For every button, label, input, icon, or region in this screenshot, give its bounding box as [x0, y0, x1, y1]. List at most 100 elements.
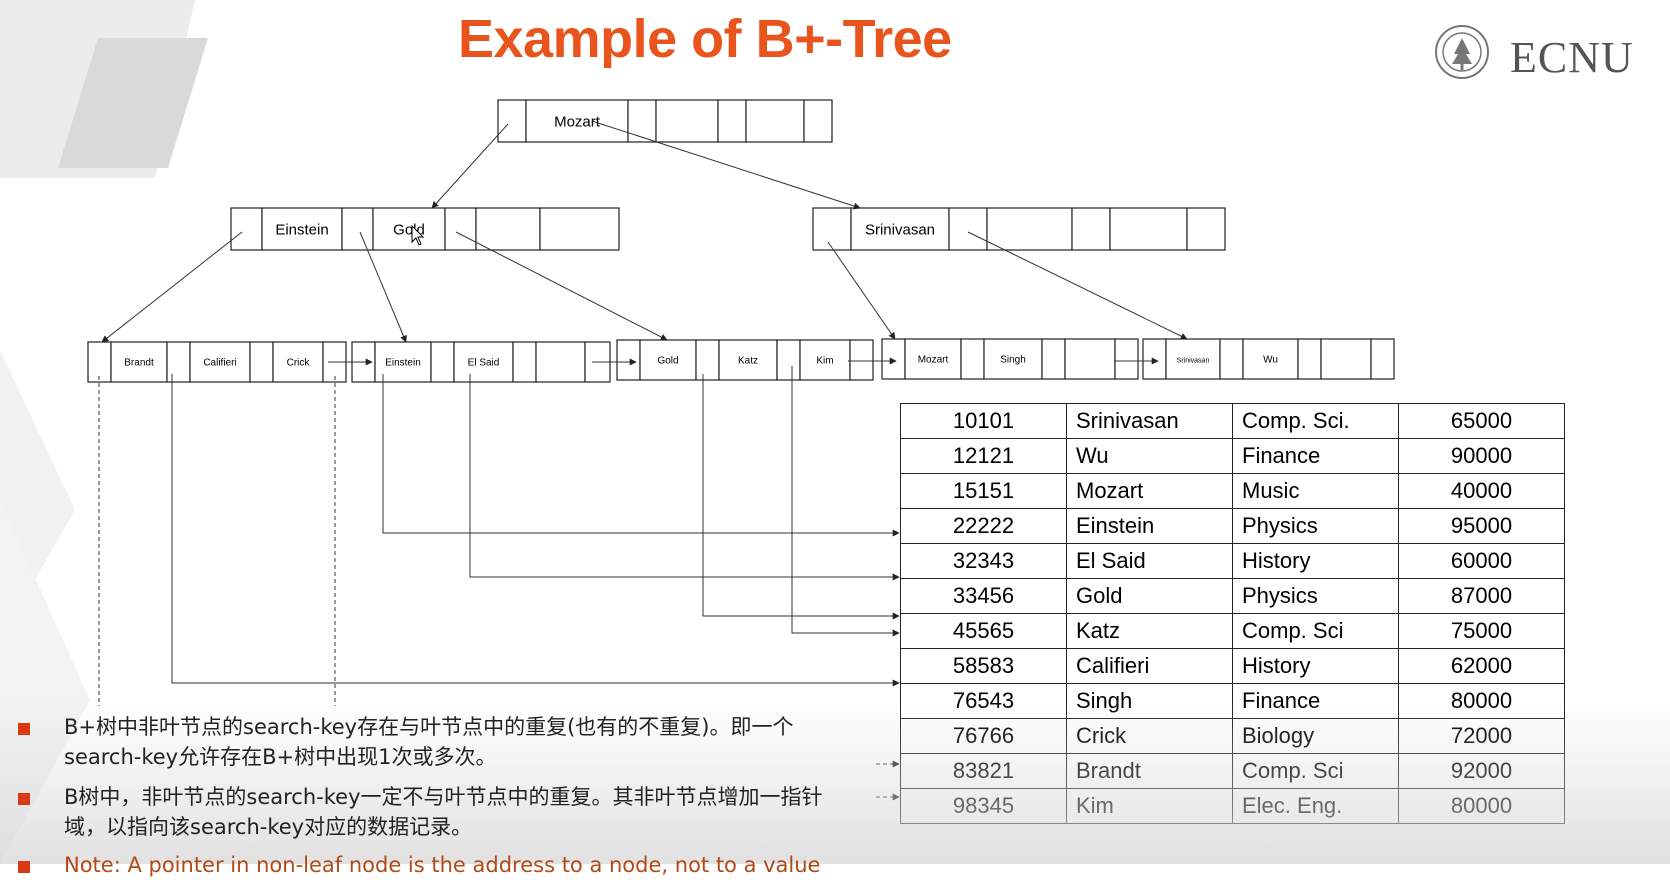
pointer-cell	[430, 341, 455, 383]
pointer-cell	[960, 338, 985, 380]
name-cell: El Said	[1066, 543, 1233, 579]
salary-cell: 75000	[1398, 613, 1565, 649]
pointer-cell	[444, 207, 477, 251]
dept-cell: Elec. Eng.	[1232, 788, 1399, 824]
pointer-cell	[1219, 338, 1244, 380]
name-cell: Mozart	[1066, 473, 1233, 509]
bullet-square-icon	[18, 861, 30, 873]
dept-cell: Physics	[1232, 578, 1399, 614]
pointer-cell	[616, 339, 641, 381]
key-cell	[1165, 338, 1221, 380]
dept-cell: Comp. Sci	[1232, 753, 1399, 789]
id-cell: 10101	[900, 403, 1067, 439]
pointer-cell	[948, 207, 988, 251]
pointer-cell	[1142, 338, 1167, 380]
salary-cell: 80000	[1398, 683, 1565, 719]
pointer-cell	[512, 341, 537, 383]
pointer-cell	[1041, 338, 1066, 380]
salary-cell: 60000	[1398, 543, 1565, 579]
search-key-label: Wu	[1263, 355, 1278, 366]
search-key-label: Singh	[1000, 355, 1026, 366]
salary-cell: 90000	[1398, 438, 1565, 474]
search-key-label: Califieri	[203, 358, 236, 369]
key-cell	[189, 341, 251, 383]
name-cell: Srinivasan	[1066, 403, 1233, 439]
search-key-label: El Said	[468, 358, 500, 369]
dept-cell: History	[1232, 543, 1399, 579]
internal-node: Srinivasan	[812, 207, 1226, 251]
dept-cell: Music	[1232, 473, 1399, 509]
bullet-text: B+树中非叶节点的search-key存在与叶节点中的重复(也有的不重复)。即一…	[64, 715, 794, 769]
pointer-cell	[1114, 338, 1139, 380]
id-cell: 98345	[900, 788, 1067, 824]
slide-title: Example of B+-Tree	[458, 9, 952, 69]
name-cell: Califieri	[1066, 648, 1233, 684]
pointer-cell	[1186, 207, 1226, 251]
key-cell	[655, 99, 719, 143]
search-key-label: Srinivasan	[865, 221, 935, 238]
pointer-cell	[341, 207, 374, 251]
salary-cell: 62000	[1398, 648, 1565, 684]
pointer-cell	[849, 339, 874, 381]
dept-cell: Physics	[1232, 508, 1399, 544]
id-cell: 32343	[900, 543, 1067, 579]
search-key-label: Srinivasan	[1177, 358, 1210, 365]
name-cell: Einstein	[1066, 508, 1233, 544]
dept-cell: Finance	[1232, 683, 1399, 719]
pointer-cell	[881, 338, 906, 380]
logo-text: ECNU	[1510, 33, 1634, 82]
bullet-square-icon	[18, 793, 30, 805]
id-cell: 76766	[900, 718, 1067, 754]
id-cell: 83821	[900, 753, 1067, 789]
dept-cell: Comp. Sci.	[1232, 403, 1399, 439]
pointer-cell	[497, 99, 527, 143]
key-cell	[639, 339, 697, 381]
salary-cell: 92000	[1398, 753, 1565, 789]
key-cell	[261, 207, 343, 251]
key-cell	[374, 341, 432, 383]
bullet-item: B+树中非叶节点的search-key存在与叶节点中的重复(也有的不重复)。即一…	[18, 712, 858, 772]
id-cell: 12121	[900, 438, 1067, 474]
bullet-text: Note: A pointer in non-leaf node is the …	[64, 853, 821, 877]
dept-cell: Comp. Sci	[1232, 613, 1399, 649]
id-cell: 45565	[900, 613, 1067, 649]
search-key-label: Crick	[287, 358, 311, 369]
dept-cell: Finance	[1232, 438, 1399, 474]
root-node: Mozart	[497, 99, 833, 143]
name-cell: Wu	[1066, 438, 1233, 474]
key-cell	[372, 207, 446, 251]
id-cell: 33456	[900, 578, 1067, 614]
pointer-cell	[1370, 338, 1395, 380]
key-cell	[745, 99, 805, 143]
pointer-cell	[1297, 338, 1322, 380]
pointer-cell	[627, 99, 657, 143]
search-key-label: Gold	[657, 356, 678, 367]
mouse-cursor-icon	[411, 224, 425, 246]
key-cell	[904, 338, 962, 380]
key-cell	[1064, 338, 1116, 380]
key-cell	[535, 341, 586, 383]
salary-cell: 65000	[1398, 403, 1565, 439]
pointer-cell	[695, 339, 720, 381]
name-cell: Kim	[1066, 788, 1233, 824]
key-cell	[799, 339, 851, 381]
key-cell	[1242, 338, 1299, 380]
key-cell	[1109, 207, 1188, 251]
pointer-cell	[539, 207, 620, 251]
pointer-cell	[249, 341, 274, 383]
id-cell: 22222	[900, 508, 1067, 544]
